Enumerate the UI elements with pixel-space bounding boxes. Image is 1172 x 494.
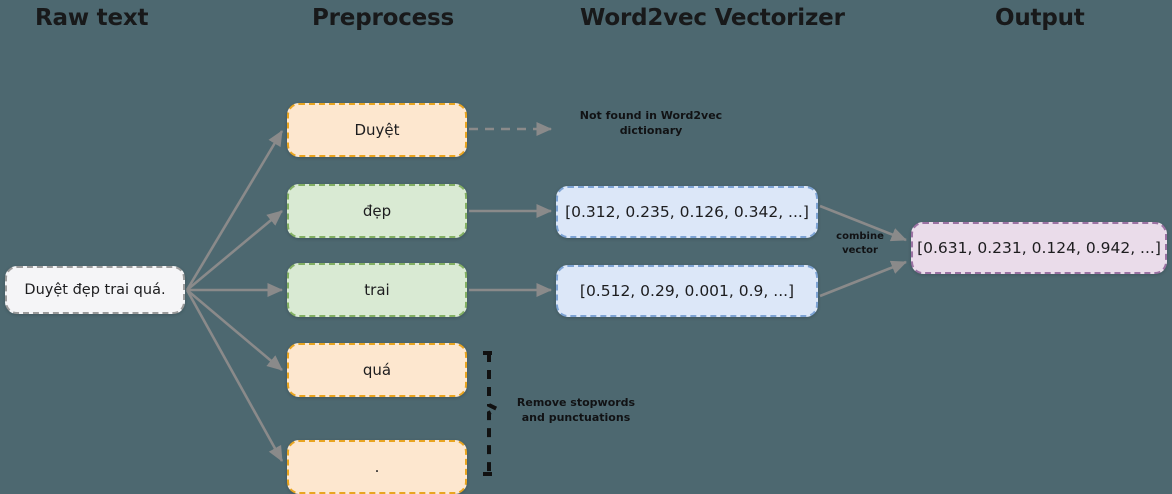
token-trai: trai <box>287 263 467 317</box>
arrow-vector2-to-output <box>819 260 907 298</box>
raw-text-box: Duyệt đẹp trai quá. <box>5 266 185 314</box>
arrow-raw-to-qua <box>186 289 283 371</box>
column-title-preprocess: Preprocess <box>312 5 455 31</box>
token-duyet: Duyệt <box>287 103 467 157</box>
token-qua: quá <box>287 343 467 397</box>
arrow-raw-to-dep <box>186 210 283 291</box>
annotation-combine-vector: combine vector <box>836 231 884 256</box>
stopword-brace <box>482 351 502 476</box>
column-title-output: Output <box>995 5 1085 31</box>
arrow-raw-to-period <box>185 289 284 462</box>
output-vector-box: [0.631, 0.231, 0.124, 0.942, ...] <box>911 222 1167 274</box>
fanout-arrows <box>185 130 284 462</box>
token-dep: đẹp <box>287 184 467 238</box>
column-title-raw-text: Raw text <box>35 5 149 31</box>
vector-trai: [0.512, 0.29, 0.001, 0.9, ...] <box>556 265 818 317</box>
vector-dep: [0.312, 0.235, 0.126, 0.342, ...] <box>556 186 818 238</box>
arrow-raw-to-duyet <box>185 130 284 291</box>
token-period: . <box>287 440 467 494</box>
annotation-remove-stopwords: Remove stopwords and punctuations <box>516 396 636 424</box>
token-to-vector-arrows <box>469 203 553 298</box>
column-title-word2vec-vectorizer: Word2vec Vectorizer <box>580 5 845 31</box>
annotation-not-found-in-dictionary: Not found in Word2vec dictionary <box>579 109 723 137</box>
